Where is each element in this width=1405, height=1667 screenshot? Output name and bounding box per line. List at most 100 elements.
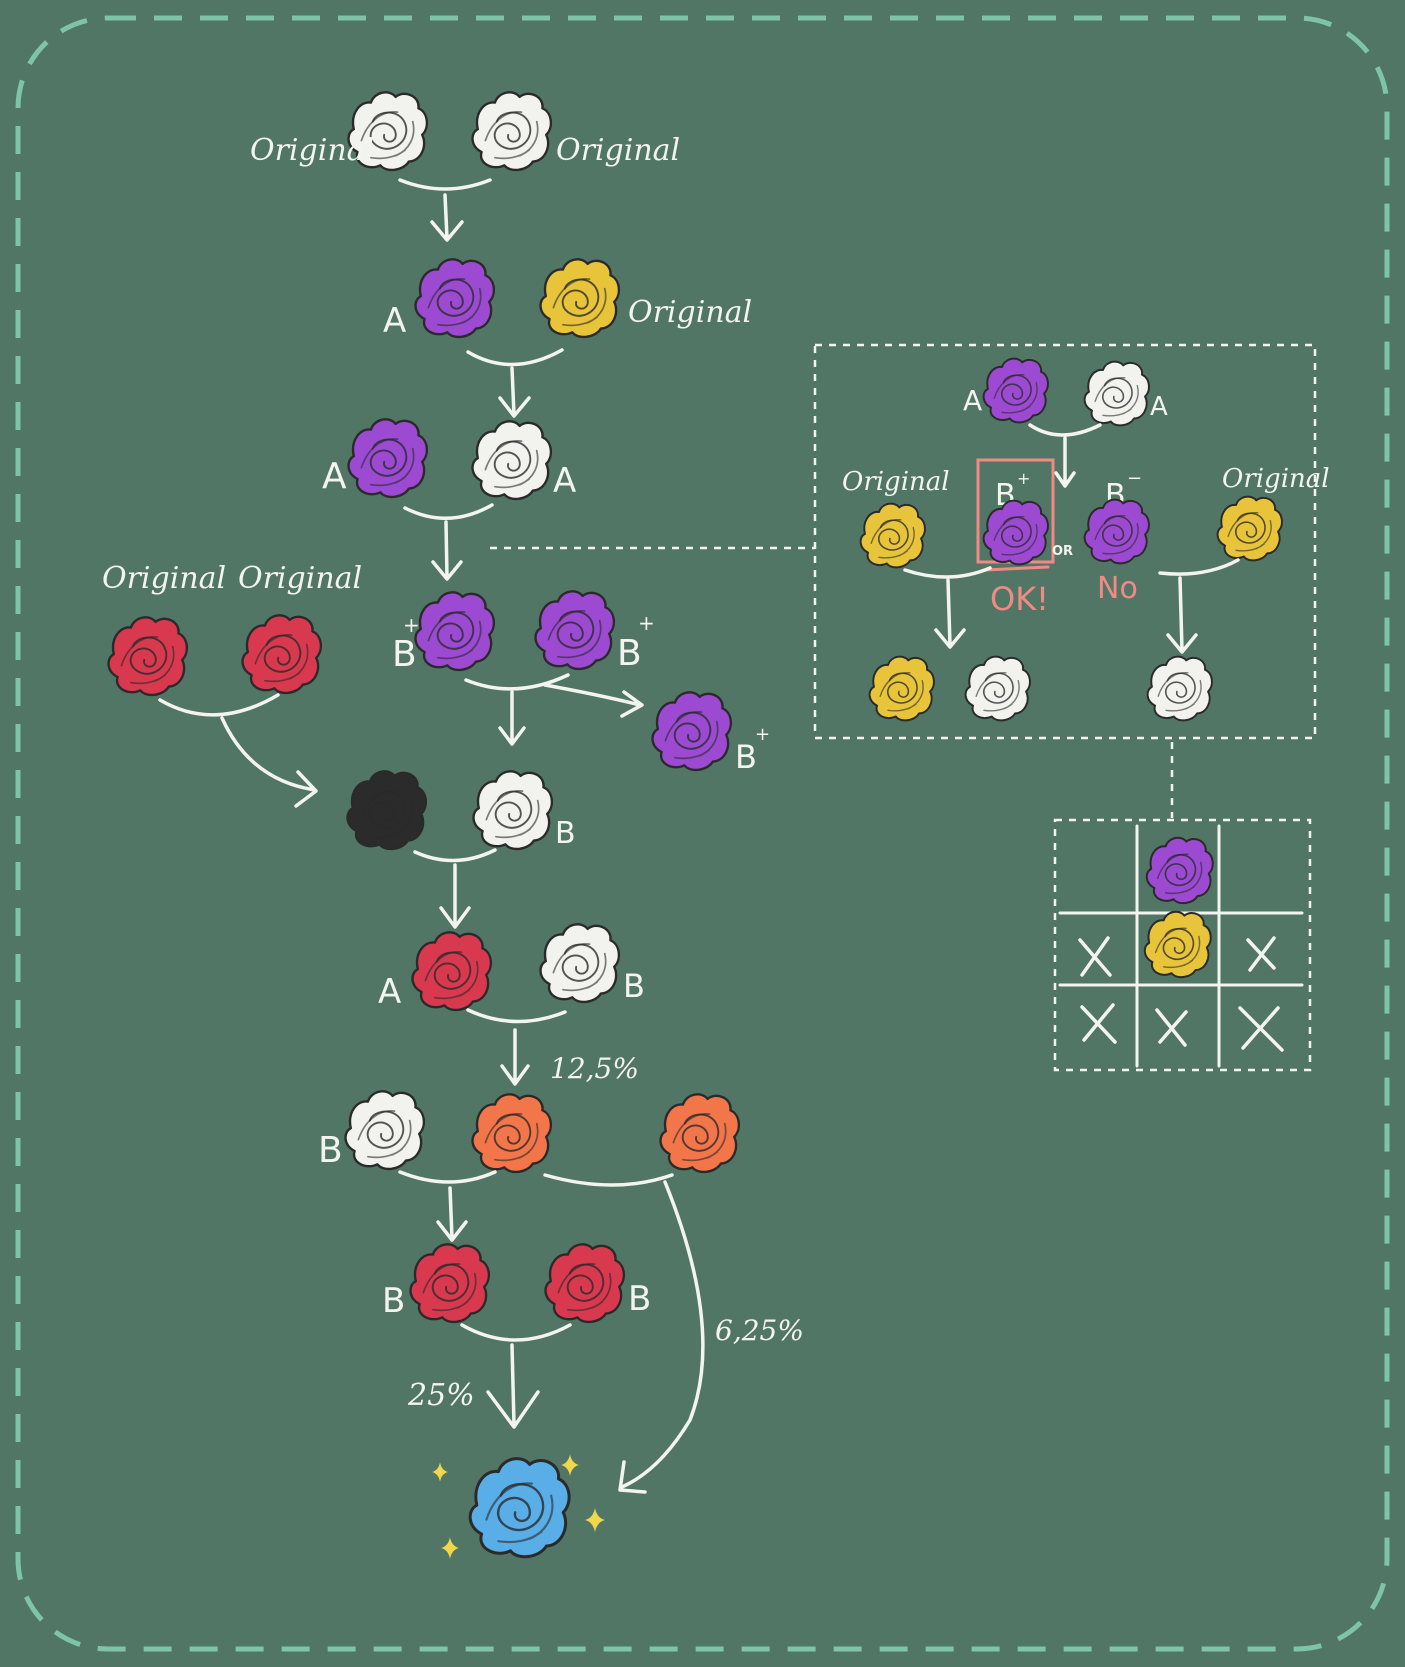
grid-x-4 (1155, 1008, 1188, 1047)
join-curve-7 (398, 1170, 497, 1184)
rose-original-2 (471, 91, 553, 172)
inset-join-curve-no (1158, 558, 1240, 576)
rose-red-b-2 (544, 1243, 626, 1324)
arrow-orange-long (618, 1180, 705, 1494)
rose-white-a-1 (471, 420, 553, 501)
label-pct-12-5: 12,5% (550, 1052, 639, 1085)
inset-rose-purple-bplus (982, 499, 1049, 566)
label-b-plus-2: B (617, 633, 642, 674)
inset-arrow-1 (1054, 436, 1076, 488)
label-original-5: Original (238, 561, 362, 596)
arrow-4 (498, 690, 526, 746)
label-plus-3: + (755, 724, 770, 745)
grid-x-5 (1238, 1006, 1284, 1052)
rose-red-original-2 (241, 614, 323, 695)
inset-label-original-2: Original (1222, 464, 1330, 494)
join-curve-4 (464, 673, 570, 691)
inset-rose-white-a (1083, 360, 1150, 427)
inset-rose-white-result-no (1146, 655, 1213, 722)
arrow-3 (431, 520, 463, 581)
rose-purple-bplus-2 (534, 590, 616, 671)
rose-red-original-1 (107, 616, 189, 697)
label-a-4: A (378, 972, 401, 1012)
inset-label-plus: + (1017, 469, 1030, 488)
rose-yellow-original-1 (539, 258, 621, 339)
join-curve-6 (466, 1008, 567, 1024)
inset-rose-yellow-result (868, 655, 935, 722)
label-a-2: A (322, 456, 347, 497)
outer-frame (15, 15, 1390, 1652)
arrow-side (220, 716, 318, 808)
arrow-2 (498, 366, 531, 418)
inset-arrow-no (1166, 576, 1198, 654)
grid-x-3 (1080, 1003, 1117, 1044)
join-curve-5 (413, 848, 497, 863)
grid-x-1 (1078, 936, 1112, 977)
inset-label-a-2: A (1150, 392, 1168, 422)
join-curve-8 (460, 1323, 572, 1342)
rose-blue-final (468, 1457, 571, 1559)
rose-white-b-3 (344, 1090, 426, 1171)
arrow-6 (500, 1028, 530, 1086)
label-b-plus-1: B (392, 634, 417, 675)
rose-purple-bplus-1 (414, 591, 496, 672)
sparkle-1 (432, 1462, 448, 1482)
label-b-2: B (623, 967, 645, 1005)
rose-purple-a-2 (347, 418, 429, 499)
grid-box (1053, 818, 1312, 1072)
inset-label-no: No (1097, 571, 1138, 606)
rose-orange-2 (659, 1093, 741, 1174)
label-b-3: B (318, 1130, 343, 1171)
arrow-4-branch (543, 683, 644, 718)
join-curve-1 (398, 178, 492, 191)
inset-arrow-ok (934, 578, 966, 649)
inset-label-or: OR (1052, 544, 1073, 559)
label-original-3: Original (628, 295, 752, 330)
rose-white-b-2 (539, 923, 621, 1004)
grid-rose-yellow (1143, 910, 1212, 979)
label-pct-25: 25% (407, 1378, 475, 1413)
label-b-plus-3: B (735, 738, 757, 776)
sparkle-4 (585, 1508, 605, 1532)
arrow-1 (430, 193, 464, 242)
rose-white-b-1 (472, 770, 554, 851)
inset-label-minus: − (1127, 468, 1142, 489)
label-b-1: B (555, 816, 576, 851)
inset-highlight-underline (983, 565, 1050, 572)
label-a-1: A (383, 301, 406, 341)
arrow-5 (439, 863, 471, 929)
arrow-8 (486, 1343, 540, 1429)
join-curve-side (158, 693, 280, 717)
inset-rose-white-result-ok (964, 655, 1031, 722)
rose-red-a-1 (411, 931, 493, 1012)
label-original-1: Original (250, 133, 374, 168)
join-curve-orange (543, 1173, 674, 1187)
inset-rose-yellow-original-2 (1216, 495, 1283, 562)
label-b-5: B (628, 1279, 651, 1319)
rose-black-1 (346, 770, 428, 851)
grid-rose-purple (1145, 836, 1214, 905)
inset-rose-purple-a (982, 357, 1049, 424)
inset-rose-yellow-original-1 (859, 502, 926, 569)
arrow-7 (436, 1186, 468, 1242)
label-plus-1: + (403, 613, 420, 637)
rose-purple-a-1 (414, 258, 496, 339)
inset-label-ok: OK! (990, 580, 1049, 618)
rose-purple-bplus-3 (651, 691, 733, 772)
inset-rose-purple-bminus (1083, 498, 1150, 565)
inset-join-curve-1 (1028, 423, 1102, 437)
label-original-4: Original (102, 561, 226, 596)
sparkle-2 (561, 1454, 579, 1476)
label-b-4: B (382, 1281, 405, 1321)
grid-x-2 (1246, 936, 1276, 972)
inset-join-curve-ok (903, 566, 992, 579)
rose-red-b-1 (409, 1243, 491, 1324)
label-plus-2: + (638, 611, 655, 635)
inset-label-a-1: A (963, 384, 982, 417)
label-pct-6-25: 6,25% (715, 1314, 804, 1347)
join-curve-3 (403, 503, 494, 520)
grid-lines (1058, 824, 1304, 1068)
label-a-3: A (553, 461, 576, 501)
sparkle-3 (441, 1537, 459, 1559)
